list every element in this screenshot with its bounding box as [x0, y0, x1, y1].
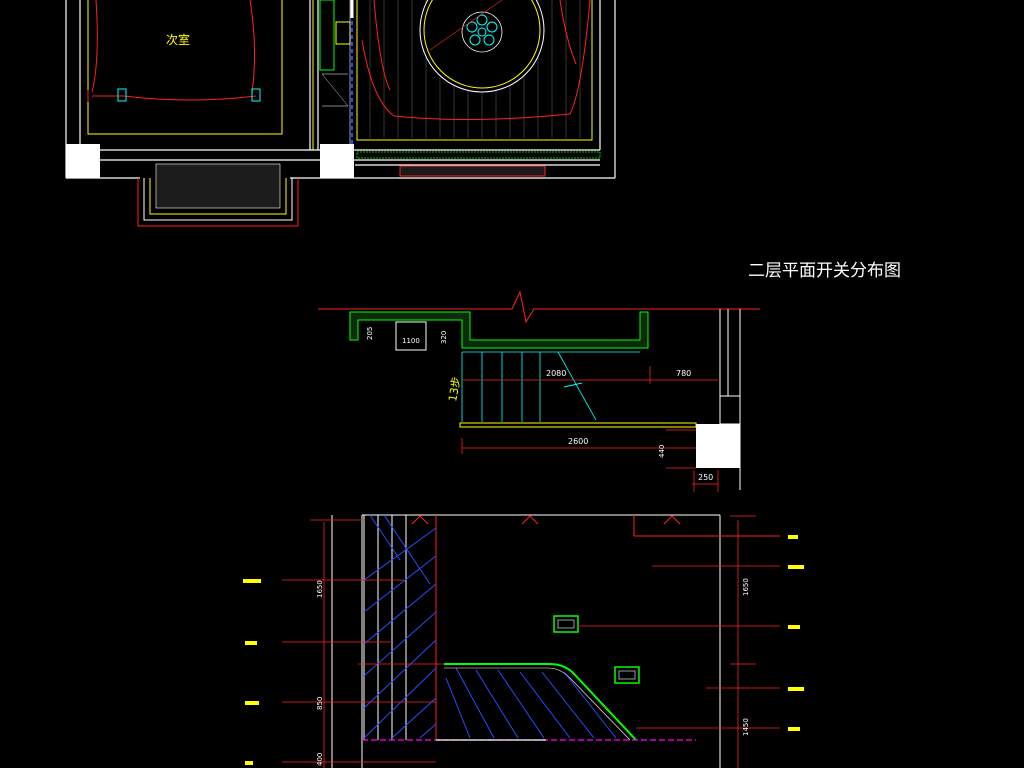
dim-label-440: 440 — [658, 445, 666, 458]
wiring-dining — [361, 0, 591, 121]
entry-mat — [399, 165, 546, 177]
stair-arrow — [563, 382, 583, 388]
floor-plan: 次室 — [65, 0, 616, 227]
stair-treads — [461, 351, 640, 422]
stair-column — [696, 309, 741, 490]
floor-threshold — [356, 151, 601, 159]
room-inner-lines — [87, 0, 593, 150]
stair-base — [459, 422, 697, 428]
break-line — [318, 290, 760, 324]
switch-symbol — [117, 88, 127, 102]
dim-label-2600: 2600 — [568, 437, 588, 446]
elev-dim-1650-left: 1650 — [316, 580, 324, 598]
dim-label-205: 205 — [366, 327, 374, 340]
dim-label-250: 250 — [698, 473, 713, 482]
wiring-left-room — [87, 0, 257, 102]
elev-dim-850: 850 — [316, 697, 324, 710]
bay-window — [137, 163, 299, 227]
switch-symbol — [251, 88, 261, 102]
room-label: 次室 — [166, 32, 190, 47]
switch-face — [618, 670, 636, 680]
dim-label-780: 780 — [676, 369, 691, 378]
dim-label-1100: 1100 — [402, 337, 420, 345]
elevation-frame — [331, 514, 721, 768]
handrail-inner — [444, 667, 631, 741]
drawing-title: 二层平面开关分布图 — [748, 261, 901, 281]
handrail — [444, 663, 637, 741]
stair-hatch — [363, 514, 617, 739]
column-block — [320, 144, 354, 178]
round-table — [419, 0, 545, 93]
wall-elevation: 1650 850 400 1650 1450 — [243, 514, 804, 768]
annotation-markers — [243, 535, 804, 765]
stair-wall — [349, 311, 649, 349]
elev-dim-400: 400 — [316, 753, 324, 766]
elev-dim-1650-right: 1650 — [742, 578, 750, 596]
column-block — [66, 144, 100, 178]
stair-step-note: 13步 — [446, 376, 463, 403]
leaders-left — [282, 519, 444, 768]
stair-dimension-lines — [461, 366, 719, 492]
corridor — [319, 0, 353, 144]
dim-label-320: 320 — [440, 331, 448, 344]
elev-dim-1450: 1450 — [742, 718, 750, 736]
switch-symbol — [614, 666, 640, 684]
stair-plan: 1100 205 320 — [318, 290, 760, 492]
niche-box — [395, 321, 427, 351]
ceiling-lights — [411, 515, 780, 740]
leaders-right — [578, 515, 780, 768]
switch-face — [557, 619, 575, 629]
dim-label-2080: 2080 — [546, 369, 566, 378]
switch-symbol — [553, 615, 579, 633]
